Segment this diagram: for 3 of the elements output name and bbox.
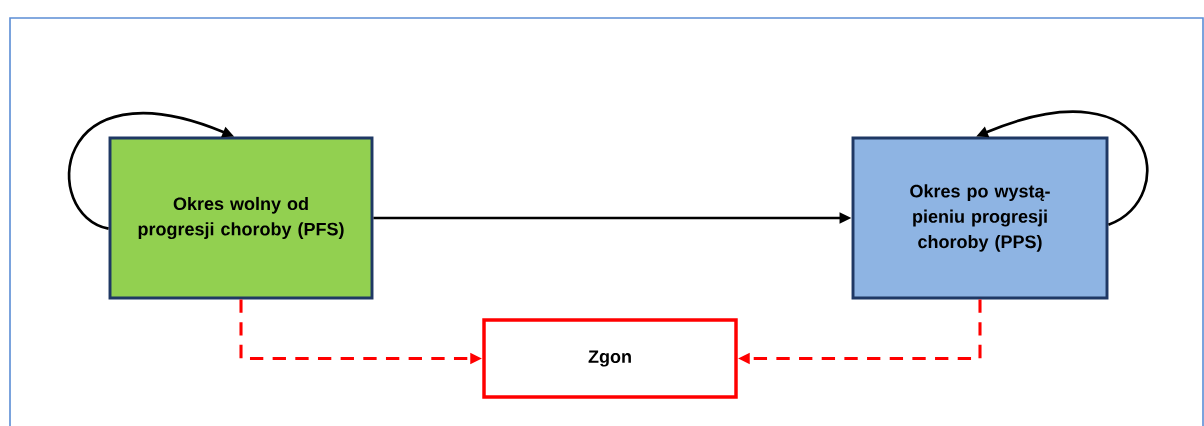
end-state-box: Zgon [482,318,738,399]
state-box: Okres wolny od progresji choroby (PFS) [108,136,374,300]
state-box: Okres po wystą-pieniu progresji choroby (PPS) [851,136,1109,300]
